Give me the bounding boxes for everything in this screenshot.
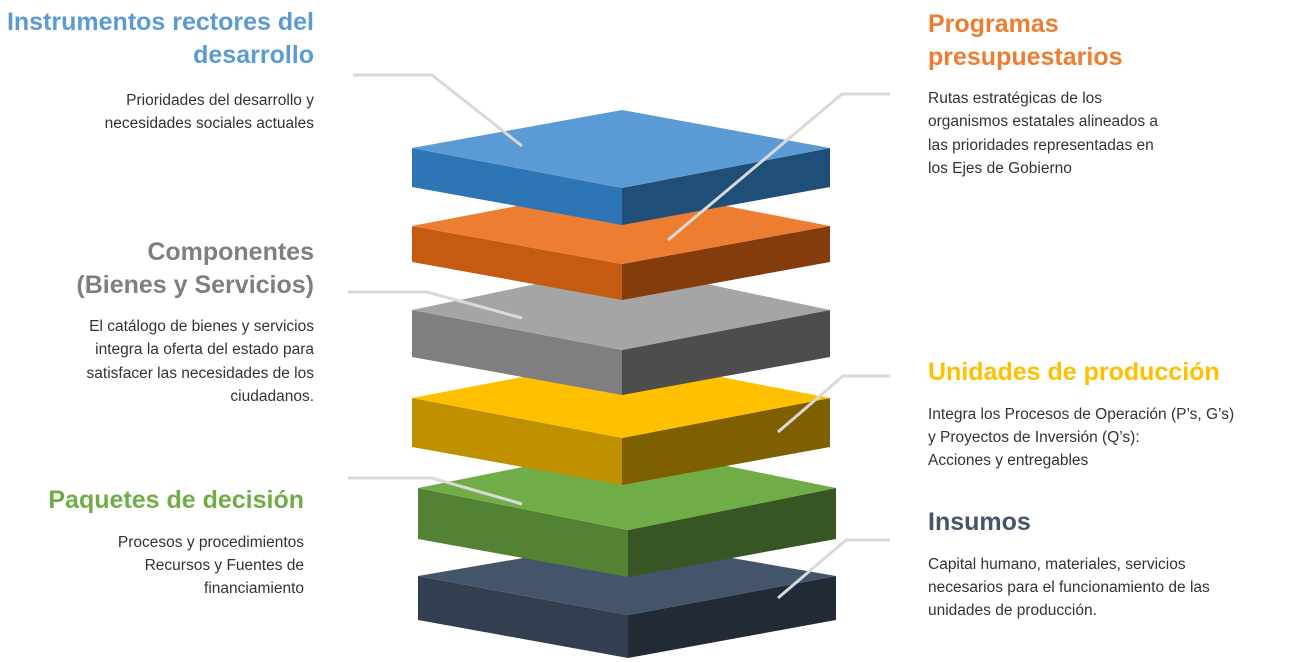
layer-programas-side-face [622, 226, 830, 300]
programas-label: Programas presupuestarios Rutas estratég… [928, 8, 1308, 180]
layer-insumos-side-face [628, 576, 836, 658]
unidades-title-line-1: Unidades de producción [928, 358, 1220, 386]
layer-unidades-front-face [412, 398, 622, 485]
layer-insumos-top-face [418, 540, 836, 615]
paquetes-title: Paquetes de decisión [0, 484, 304, 517]
layer-componentes [412, 266, 830, 395]
connector-componentes [348, 290, 523, 320]
paquetes-title-line-1: Paquetes de decisión [48, 486, 304, 514]
connector-unidades [777, 374, 890, 434]
componentes-label: Componentes (Bienes y Servicios) El catá… [0, 236, 314, 408]
componentes-desc-line-4: ciudadanos. [230, 387, 314, 405]
paquetes-desc-line-3: financiamiento [204, 580, 304, 597]
instrumentos-title-line-2: desarrollo [193, 40, 314, 69]
insumos-desc-line-1: Capital humano, materiales, servicios [928, 555, 1186, 573]
componentes-title-line-2: (Bienes y Servicios) [76, 270, 314, 299]
layer-instrumentos-side-face [622, 148, 830, 225]
instrumentos-desc-line-1: Prioridades del desarrollo y [126, 92, 314, 109]
programas-desc-line-4: los Ejes de Gobierno [928, 159, 1072, 177]
layer-insumos [418, 540, 836, 658]
insumos-description: Capital humano, materiales, servicios ne… [928, 553, 1308, 623]
componentes-desc-line-1: El catálogo de bienes y servicios [89, 318, 314, 335]
unidades-description: Integra los Procesos de Operación (P’s, … [928, 403, 1314, 473]
componentes-title: Componentes (Bienes y Servicios) [0, 236, 314, 301]
unidades-title: Unidades de producción [928, 356, 1314, 389]
layer-instrumentos-top-face [412, 110, 830, 188]
unidades-desc-line-1: Integra los Procesos de Operación (P’s, … [928, 405, 1235, 423]
componentes-desc-line-3: satisfacer las necesidades de los [86, 364, 314, 382]
connector-instrumentos [353, 73, 523, 148]
insumos-label: Insumos Capital humano, materiales, serv… [928, 506, 1308, 622]
layers-group [412, 110, 836, 658]
unidades-label: Unidades de producción Integra los Proce… [928, 356, 1314, 472]
programas-description: Rutas estratégicas de los organismos est… [928, 87, 1308, 180]
programas-desc-line-3: las prioridades representadas en [928, 136, 1154, 154]
paquetes-desc-line-1: Procesos y procedimientos [117, 533, 304, 551]
layer-unidades-top-face [412, 358, 830, 438]
connector-insumos [777, 538, 890, 600]
layer-insumos-front-face [418, 576, 628, 658]
layer-programas [412, 186, 830, 300]
layer-componentes-top-face [412, 266, 830, 350]
layer-componentes-side-face [622, 310, 830, 395]
layer-paquetes [418, 446, 836, 577]
layer-paquetes-side-face [628, 488, 836, 577]
layer-programas-front-face [412, 226, 622, 300]
insumos-desc-line-2: necesarios para el funcionamiento de las [928, 578, 1210, 596]
instrumentos-description: Prioridades del desarrollo y necesidades… [0, 89, 314, 136]
instrumentos-desc-line-2: necesidades sociales actuales [104, 115, 314, 133]
layer-paquetes-top-face [418, 446, 836, 530]
programas-title-line-2: presupuestarios [928, 42, 1123, 71]
instrumentos-title-line-1: Instrumentos rectores del [6, 8, 314, 36]
unidades-desc-line-2: y Proyectos de Inversión (Q’s): [928, 428, 1140, 446]
layer-instrumentos-front-face [412, 148, 622, 225]
unidades-desc-line-3: Acciones y entregables [928, 452, 1089, 469]
programas-desc-line-2: organismos estatales alineados a [928, 113, 1159, 131]
paquetes-label: Paquetes de decisión Procesos y procedim… [0, 484, 304, 600]
componentes-desc-line-2: integra la oferta del estado para [95, 341, 314, 359]
insumos-title-line-1: Insumos [928, 508, 1031, 536]
programas-title-line-1: Programas [928, 10, 1059, 38]
layer-programas-top-face [412, 186, 830, 264]
layer-unidades-side-face [622, 398, 830, 485]
connector-programas [667, 92, 890, 242]
componentes-title-line-1: Componentes [147, 238, 314, 266]
programas-title: Programas presupuestarios [928, 8, 1308, 73]
insumos-desc-line-3: unidades de producción. [928, 602, 1097, 619]
instrumentos-label: Instrumentos rectores del desarrollo Pri… [0, 6, 314, 136]
paquetes-desc-line-2: Recursos y Fuentes de [144, 556, 304, 574]
layer-unidades [412, 358, 830, 485]
insumos-title: Insumos [928, 506, 1308, 539]
connectors-group [348, 73, 890, 600]
connector-paquetes [348, 476, 523, 506]
layer-instrumentos [412, 110, 830, 225]
instrumentos-title: Instrumentos rectores del desarrollo [0, 6, 314, 71]
componentes-description: El catálogo de bienes y servicios integr… [0, 315, 314, 408]
layer-paquetes-front-face [418, 488, 628, 577]
programas-desc-line-1: Rutas estratégicas de los [928, 90, 1103, 107]
layer-componentes-front-face [412, 310, 622, 395]
paquetes-description: Procesos y procedimientos Recursos y Fue… [0, 531, 304, 601]
